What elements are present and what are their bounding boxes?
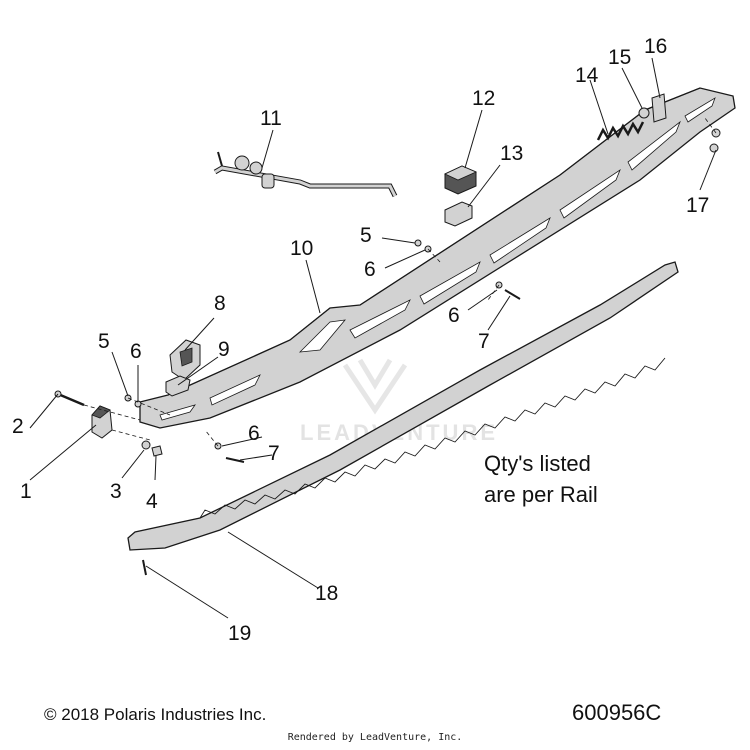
callout-18[interactable]: 18	[315, 582, 338, 605]
rod-washer-2	[249, 161, 263, 175]
callout-19[interactable]: 19	[228, 622, 251, 645]
callout-14[interactable]: 14	[575, 64, 599, 87]
rod-bar-fill	[214, 166, 397, 197]
pin-part-19[interactable]	[142, 559, 147, 576]
spring-part-14[interactable]	[596, 121, 645, 141]
part-12-block[interactable]	[444, 165, 477, 195]
callout-6c[interactable]: 6	[448, 304, 460, 327]
quantity-note: Qty's listed are per Rail	[484, 448, 598, 510]
leader-lines	[29, 57, 717, 619]
callout-7a[interactable]: 7	[268, 442, 280, 465]
callout-4[interactable]: 4	[146, 490, 158, 513]
bracket-part-16[interactable]	[651, 93, 667, 123]
note-line-1: Qty's listed	[484, 451, 591, 476]
callout-1[interactable]: 1	[20, 480, 32, 503]
bumper-part-8[interactable]	[169, 339, 201, 381]
rail-top-flange	[167, 87, 701, 396]
nut-4	[151, 445, 163, 457]
diagram-code: 600956C	[572, 700, 662, 725]
rod-washer	[234, 155, 250, 171]
callout-15[interactable]: 15	[608, 46, 631, 69]
rail-body	[139, 87, 736, 429]
callout-3[interactable]: 3	[110, 480, 122, 503]
callout-6b[interactable]: 6	[364, 258, 376, 281]
bolt-part-2[interactable]	[54, 390, 85, 407]
rail-part-10[interactable]	[139, 87, 736, 429]
copyright-text: © 2018 Polaris Industries Inc.	[44, 705, 267, 724]
callout-numbers: 1 2 3 4 5 6 8 9 10 11 12 13 14 15 16 17 …	[12, 35, 709, 645]
washer-3	[141, 440, 151, 450]
rendered-by-text: Rendered by LeadVenture, Inc.	[287, 732, 463, 743]
rod-spacer	[261, 173, 275, 189]
callout-6d[interactable]: 6	[248, 422, 260, 445]
slide-part-18[interactable]	[127, 261, 679, 551]
callout-9[interactable]: 9	[218, 338, 230, 361]
nut-5b	[414, 239, 422, 247]
bumper-part-1[interactable]	[91, 405, 113, 439]
watermark-logo	[342, 358, 408, 415]
slide-teeth	[199, 357, 666, 519]
callout-8[interactable]: 8	[214, 292, 226, 315]
callout-5b[interactable]: 5	[360, 224, 372, 247]
bolt-7b	[504, 289, 521, 300]
nut-part-15[interactable]	[638, 107, 650, 119]
rod-end	[217, 151, 223, 167]
callout-10[interactable]: 10	[290, 237, 313, 260]
callout-13[interactable]: 13	[500, 142, 523, 165]
slide-body	[127, 261, 679, 551]
callout-17[interactable]: 17	[686, 194, 709, 217]
callout-16[interactable]: 16	[644, 35, 667, 58]
part-13-block[interactable]	[444, 201, 473, 227]
note-line-2: are per Rail	[484, 482, 598, 507]
callout-6a[interactable]: 6	[130, 340, 142, 363]
rail-cutouts	[159, 97, 716, 421]
bolts-part-17[interactable]	[709, 128, 721, 153]
callout-5a[interactable]: 5	[98, 330, 110, 353]
rod-part-11[interactable]	[213, 151, 398, 198]
bolt-7a	[225, 457, 245, 463]
assembly-lines	[83, 117, 717, 447]
callout-12[interactable]: 12	[472, 87, 495, 110]
callout-7b[interactable]: 7	[478, 330, 490, 353]
callout-11[interactable]: 11	[260, 107, 282, 130]
callout-2[interactable]: 2	[12, 415, 24, 438]
